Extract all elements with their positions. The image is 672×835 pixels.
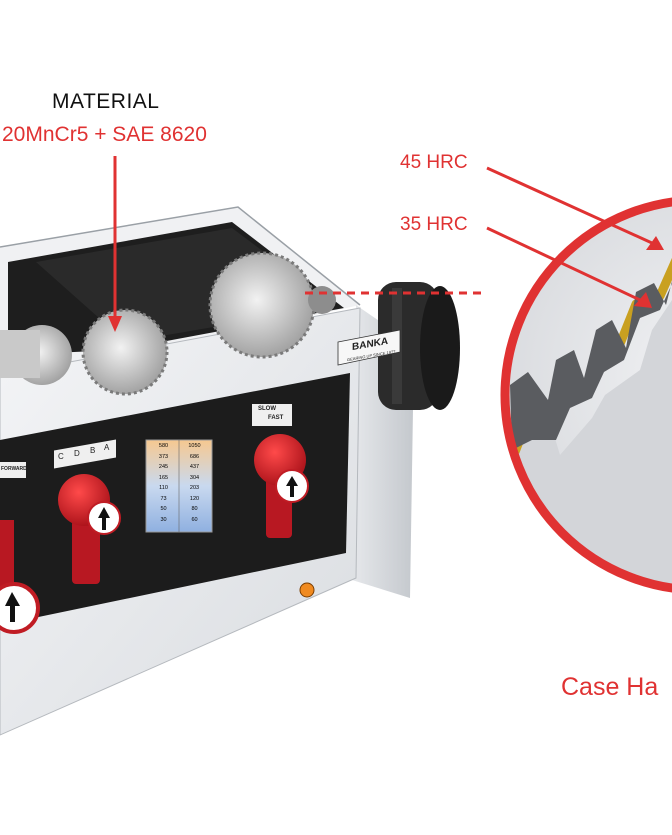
table-cell: 80 [191, 506, 198, 512]
material-arrow [108, 156, 122, 332]
table-cell: 203 [189, 485, 200, 491]
table-cell: 30 [160, 516, 167, 523]
table-cell: 165 [158, 474, 169, 481]
material-title: MATERIAL [52, 90, 160, 113]
table-cell: 120 [189, 495, 200, 502]
knob-center [58, 474, 121, 584]
selector-letter-c: C [58, 452, 64, 461]
zoom-detail [500, 197, 672, 593]
selector-letter-b: B [90, 446, 96, 455]
table-cell: 245 [158, 464, 169, 470]
table-cell: 580 [158, 443, 169, 449]
table-cell: 50 [160, 506, 167, 512]
speed-label-fast: FAST [268, 415, 284, 421]
knob-right [254, 434, 309, 538]
table-cell: 373 [158, 453, 169, 460]
speed-label-slow: SLOW [258, 406, 276, 412]
speed-table: 580 1050 373 686 245 437 165 304 110 203 73 12… [148, 443, 210, 527]
indicator-light [299, 582, 315, 598]
table-cell: 1050 [188, 443, 201, 449]
table-row: 165 304 [148, 475, 210, 486]
direction-label: FORWARD [1, 466, 27, 472]
internal-gears [0, 251, 336, 396]
hardness-core-label: 35 HRC [400, 214, 468, 235]
selector-letter-d: D [74, 449, 80, 458]
hrc-35-arrow [486, 226, 652, 308]
knob-left [0, 520, 40, 634]
table-cell: 60 [191, 516, 198, 523]
table-cell: 304 [189, 474, 200, 481]
table-row: 73 120 [148, 496, 210, 507]
hrc-45-arrow [486, 166, 664, 250]
table-row: 30 60 [148, 517, 210, 528]
hardness-outer-label: 45 HRC [400, 152, 468, 173]
table-row: 245 437 [148, 464, 210, 475]
table-cell: 437 [189, 464, 200, 470]
table-row: 50 80 [148, 506, 210, 517]
table-row: 110 203 [148, 485, 210, 496]
table-cell: 73 [160, 495, 167, 502]
table-row: 580 1050 [148, 443, 210, 454]
table-cell: 686 [189, 453, 200, 460]
material-spec: 20MnCr5 + SAE 8620 [2, 123, 207, 146]
selector-letter-a: A [104, 443, 110, 452]
case-hardening-caption: Case Ha [561, 673, 659, 701]
table-cell: 110 [159, 485, 168, 491]
brand-plate [337, 329, 401, 366]
table-row: 373 686 [148, 454, 210, 465]
